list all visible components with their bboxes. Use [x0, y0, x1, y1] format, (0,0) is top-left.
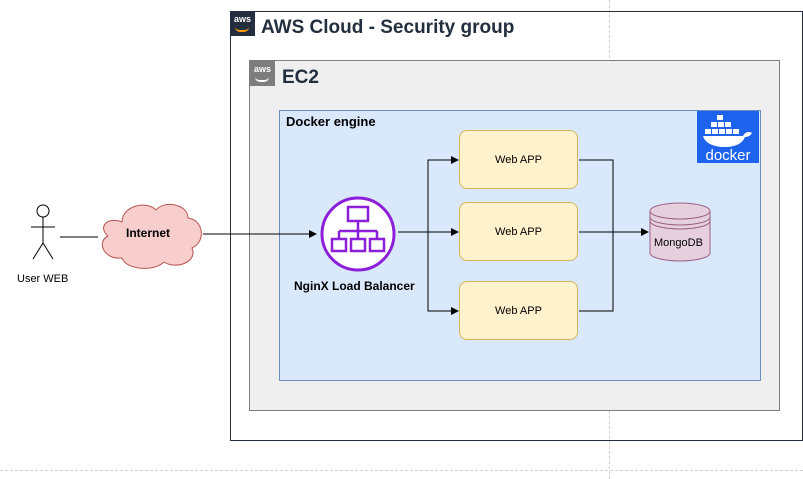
ec2-logo-text: aws: [253, 64, 271, 74]
ec2-smile-mark: [255, 77, 269, 82]
webapp-3-to-db-line[interactable]: [579, 232, 614, 312]
user-actor-icon[interactable]: [28, 203, 58, 269]
web-app-node[interactable]: Web APP: [459, 130, 578, 189]
web-app-label: Web APP: [495, 153, 542, 166]
webapp-1-to-db-line[interactable]: [579, 159, 614, 232]
lb-to-webapp-3-arrow[interactable]: [427, 232, 459, 315]
web-app-label: Web APP: [495, 225, 542, 238]
load-balancer-label: NginX Load Balancer: [294, 279, 415, 293]
user-label: User WEB: [17, 273, 69, 285]
mongodb-database-icon[interactable]: [648, 201, 712, 265]
aws-cloud-title: AWS Cloud - Security group: [261, 17, 515, 38]
docker-engine-title: Docker engine: [286, 114, 376, 129]
lb-to-webapp-1-arrow[interactable]: [427, 156, 459, 232]
aws-cloud-icon: aws: [230, 11, 255, 36]
mongodb-label: MongoDB: [654, 237, 703, 249]
docker-whale-icon: docker: [703, 115, 752, 164]
aws-smile-mark: [235, 27, 249, 32]
canvas-guide-line: [0, 470, 803, 471]
web-app-node[interactable]: Web APP: [459, 281, 578, 340]
ec2-aws-icon: aws: [250, 61, 275, 86]
web-app-label: Web APP: [495, 304, 542, 317]
aws-logo-text: aws: [233, 14, 251, 24]
internet-label: Internet: [126, 226, 171, 240]
docker-logo-text: docker: [705, 147, 750, 163]
internet-cloud-icon[interactable]: [96, 198, 206, 270]
ec2-title: EC2: [282, 67, 319, 88]
load-balancer-icon[interactable]: [319, 195, 397, 273]
docker-logo: docker: [697, 111, 759, 164]
web-app-node[interactable]: Web APP: [459, 202, 578, 261]
